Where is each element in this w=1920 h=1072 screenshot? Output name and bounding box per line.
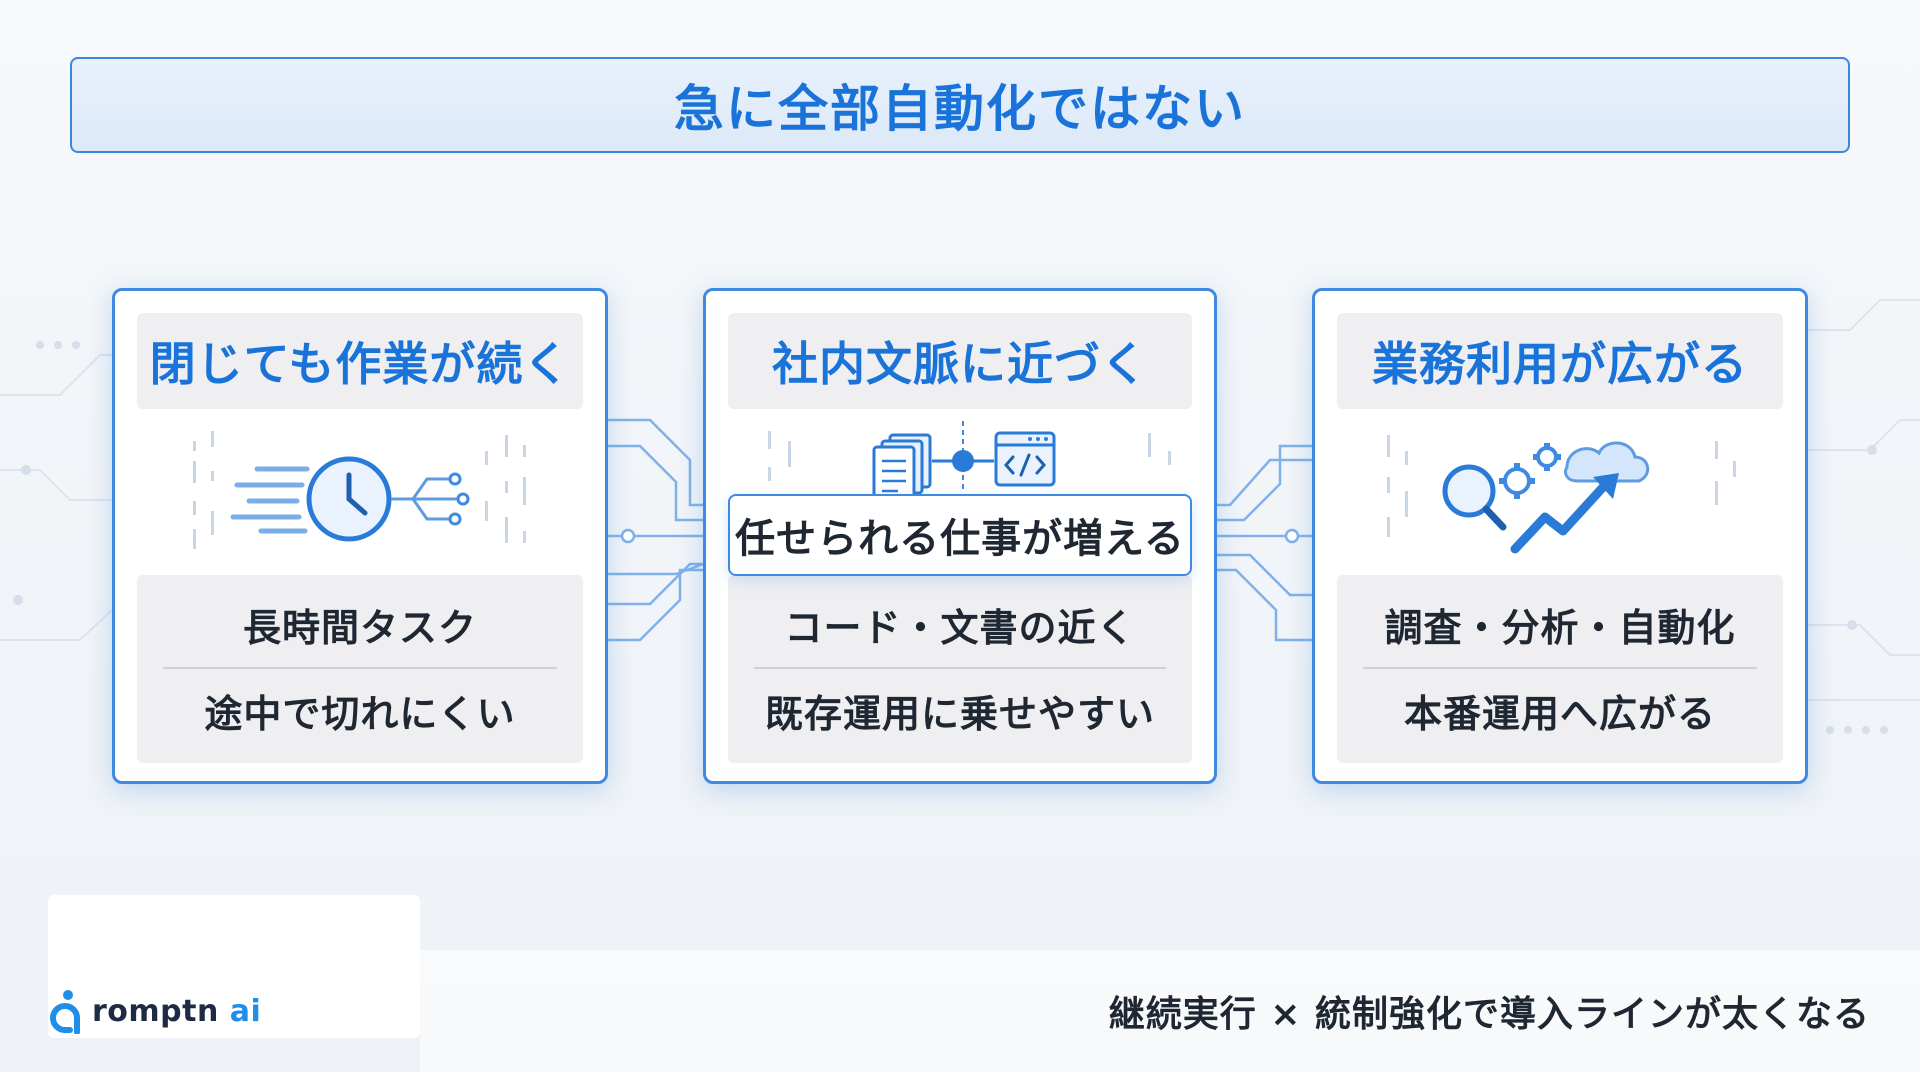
- clock-illustration: [137, 421, 583, 571]
- logo-area: romptn ai: [48, 895, 420, 1038]
- footer-caption: 継続実行 × 統制強化で導入ラインが太くなる: [1108, 994, 1870, 1035]
- card-details: 調査・分析・自動化 本番運用へ広がる: [1337, 575, 1783, 763]
- center-badge: 任せられる仕事が増える: [728, 494, 1192, 576]
- page-title: 急に全部自動化ではない: [674, 80, 1246, 138]
- romptn-logo: romptn ai: [48, 988, 261, 1034]
- logo-suffix: ai: [229, 993, 262, 1029]
- card-heading-box: 閉じても作業が続く: [137, 313, 583, 409]
- clock-icon: [193, 431, 526, 549]
- detail-line: 本番運用へ広がる: [1403, 691, 1716, 736]
- card-continuous-work: 閉じても作業が続く: [112, 288, 608, 784]
- detail-line: 長時間タスク: [242, 605, 477, 650]
- logo-name: romptn: [92, 993, 219, 1029]
- documents-code-icon: [768, 421, 1171, 501]
- card-heading: 社内文脈に近づく: [772, 337, 1148, 391]
- card-heading-box: 業務利用が広がる: [1337, 313, 1783, 409]
- card-heading: 閉じても作業が続く: [149, 337, 571, 391]
- documents-code-illustration: [728, 421, 1192, 571]
- detail-line: 既存運用に乗せやすい: [764, 691, 1155, 736]
- detail-line: コード・文書の近く: [784, 605, 1136, 650]
- footer-band: [420, 950, 1920, 1072]
- card-details: コード・文書の近く 既存運用に乗せやすい: [728, 575, 1192, 763]
- detail-line: 途中で切れにくい: [204, 691, 516, 736]
- search-growth-icon: [1387, 435, 1736, 554]
- card-details: 長時間タスク 途中で切れにくい: [137, 575, 583, 763]
- divider: [754, 667, 1166, 669]
- title-bar: 急に全部自動化ではない: [70, 57, 1850, 153]
- card-heading-box: 社内文脈に近づく: [728, 313, 1192, 409]
- divider: [1363, 667, 1757, 669]
- card-heading: 業務利用が広がる: [1372, 337, 1748, 391]
- divider: [163, 667, 557, 669]
- card-business-use: 業務利用が広がる 調査・分析・自動化: [1312, 288, 1808, 784]
- search-growth-illustration: [1337, 421, 1783, 571]
- detail-line: 調査・分析・自動化: [1384, 605, 1736, 650]
- logo-mark-icon: [50, 990, 80, 1034]
